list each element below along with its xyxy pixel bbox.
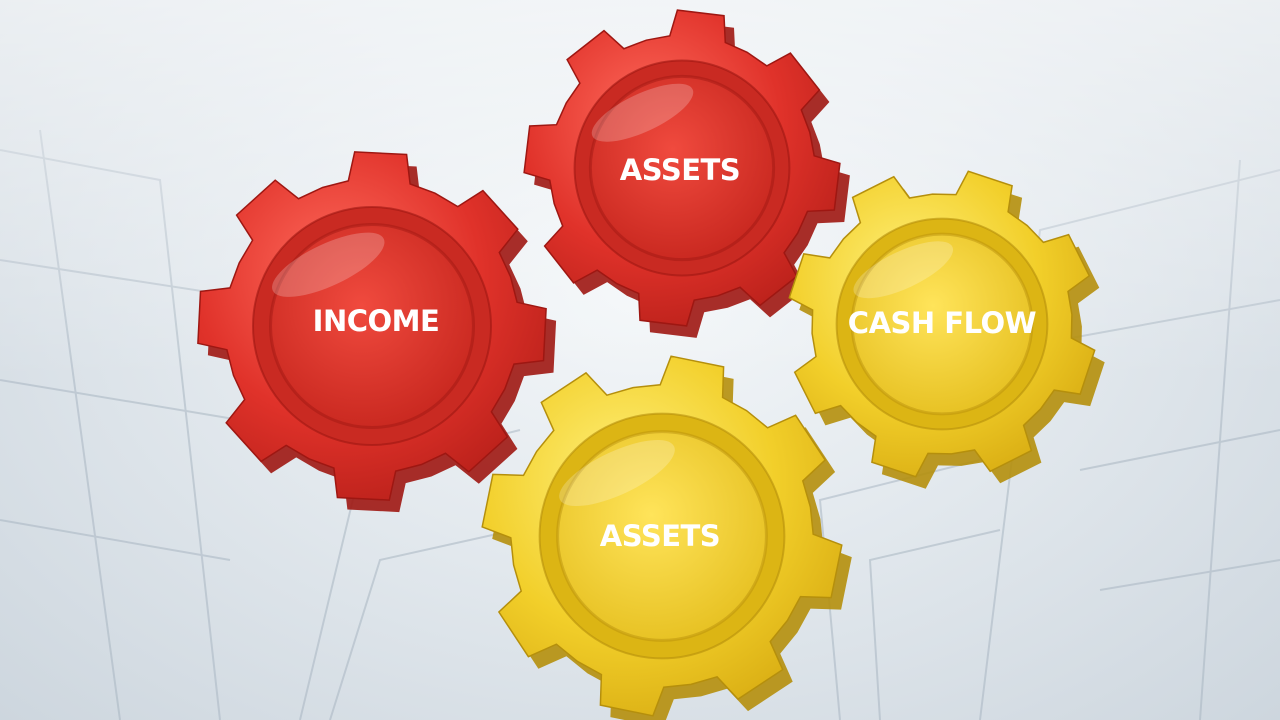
gear-hub [556,430,768,642]
gear-highlight [853,241,954,299]
gear-label-assets: ASSETS [600,519,720,553]
gear-highlight [591,83,694,142]
gear-income [197,151,557,513]
gear-hub [588,74,776,262]
gear-label-top: ASSETS [620,153,740,187]
gear-assets [481,355,852,720]
gear-hub [269,223,475,429]
gear-label-income: INCOME [313,304,440,338]
gear-top [523,9,850,338]
gear-highlight [272,232,385,297]
gear-label-cashflow: CASH FLOW [848,306,1037,340]
gear-highlight [559,439,675,507]
gear-hub [850,232,1034,416]
gear-cashflow [788,170,1105,489]
